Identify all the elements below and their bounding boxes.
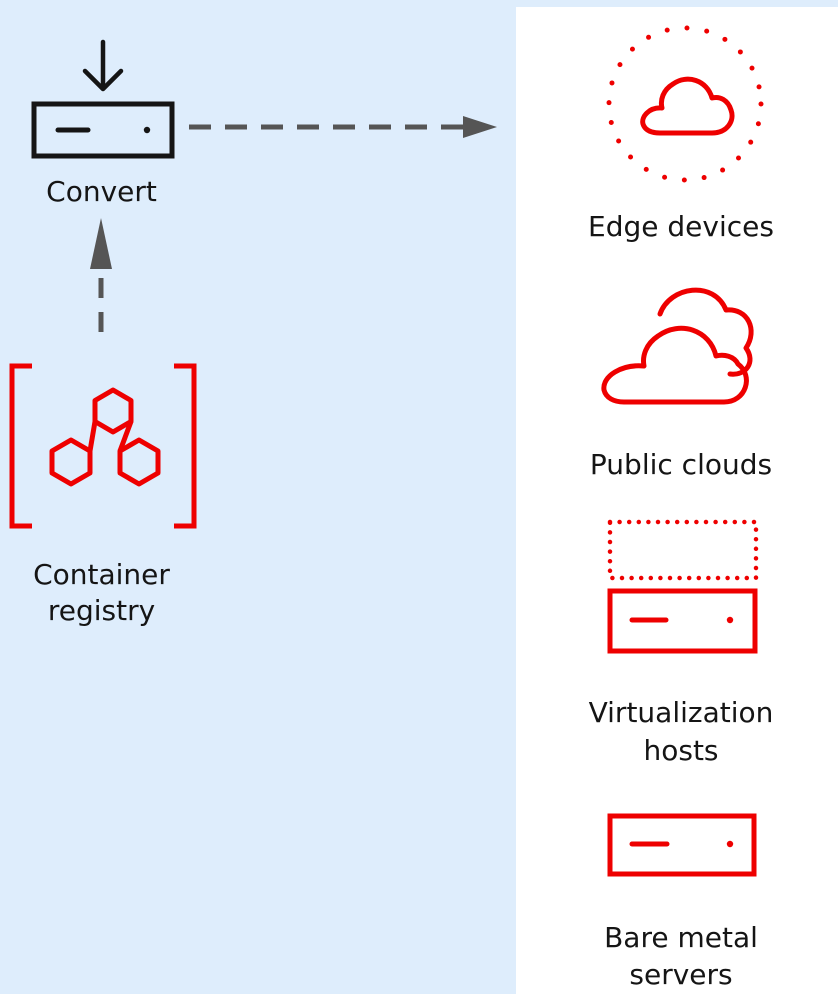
public-clouds-label: Public clouds (589, 448, 773, 481)
container-registry-label-line2: registry (47, 594, 156, 627)
bare-metal-server-icon (607, 813, 759, 879)
deployment-targets-panel (516, 7, 838, 994)
container-registry-label-line1: Container (33, 558, 170, 591)
bare-metal-servers-label-line2: servers (629, 958, 733, 991)
virtualization-host-icon (606, 518, 759, 656)
bare-metal-servers-label-line1: Bare metal (604, 921, 758, 954)
download-server-icon (28, 38, 178, 159)
virtualization-hosts-label-line2: hosts (643, 734, 719, 767)
edge-cloud-icon (604, 20, 768, 190)
container-registry-icon (9, 363, 197, 529)
virtualization-hosts-label-line1: Virtualization (588, 696, 774, 729)
public-clouds-icon (596, 274, 762, 408)
edge-devices-label: Edge devices (588, 210, 774, 243)
dashed-arrow-right (185, 112, 505, 142)
dashed-arrow-up (86, 216, 116, 346)
convert-label: Convert (46, 175, 157, 208)
